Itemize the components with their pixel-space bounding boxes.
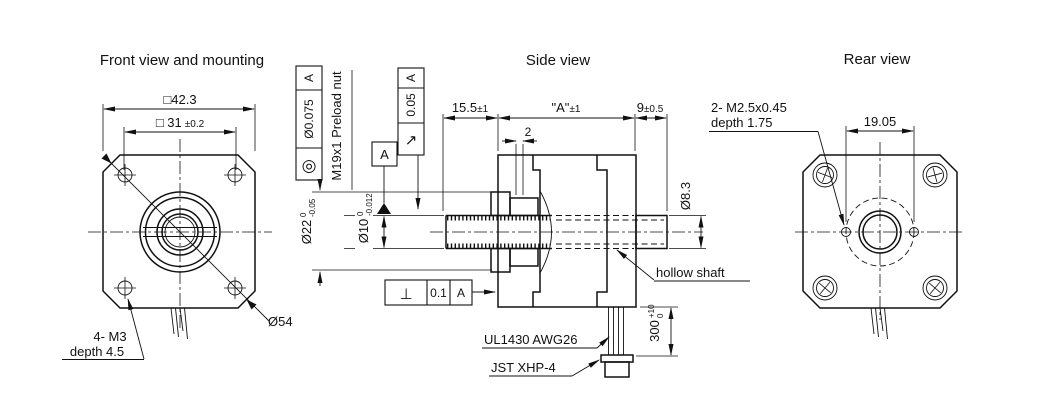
hollow-shaft-label: hollow shaft	[616, 249, 750, 282]
front-center-bore	[139, 191, 221, 273]
mounting-hole	[114, 164, 136, 186]
dim-nut-step: 2	[502, 125, 537, 195]
fcf-runout: ↗ 0.05 A	[397, 67, 425, 210]
dim-shaft-dia-text: Ø10	[356, 219, 371, 244]
datum-label-text: A	[380, 147, 389, 162]
side-view: 15.5±1 "A"±1 9±0.5 2 Ø8.3	[295, 65, 750, 378]
dim-wire-length: 300 +10 0	[636, 304, 678, 357]
front-lead-wires	[170, 307, 188, 340]
dim-body-length-text: "A"±1	[552, 100, 581, 115]
note-mounting-holes-line2: depth 4.5	[70, 344, 124, 359]
rear-center-bore	[841, 197, 919, 267]
mounting-hole	[114, 277, 136, 299]
screw	[922, 275, 948, 301]
dim-diagonal-text: Ø54	[268, 314, 293, 329]
fcf-concentricity-value: Ø0.075	[302, 99, 316, 139]
dim-mount-spacing-text: □ 31±0.2	[156, 115, 205, 130]
mounting-hole	[224, 164, 246, 186]
dim-rear-hole-spacing-text: 19.05	[864, 114, 897, 129]
screw	[922, 162, 948, 188]
front-endbell-seam	[532, 155, 541, 307]
note-rear-holes-line1: 2- M2.5x0.45	[711, 100, 787, 115]
fcf-concentricity: ◎ Ø0.075 A	[295, 65, 323, 191]
dim-diagonal: Ø54	[101, 153, 293, 329]
dim-shaft-tol-lower: -0.012	[365, 193, 374, 216]
dim-pilot-dia-text: Ø22	[299, 220, 314, 245]
side-view-title: Side view	[526, 52, 590, 69]
rear-motor-body	[802, 154, 958, 309]
side-motor-body	[497, 154, 637, 308]
front-view-title: Front view and mounting	[100, 52, 264, 69]
dim-mount-spacing: □ 31±0.2	[123, 115, 237, 170]
front-mounting-holes	[114, 164, 246, 299]
rear-lead-wires	[870, 307, 888, 340]
screw	[812, 275, 838, 301]
dim-rear-shaft-length-text: 9±0.5	[637, 100, 664, 115]
bolt-circle	[845, 197, 915, 267]
dim-pilot-dia: Ø22 0 -0.05	[299, 191, 492, 286]
rear-corner-screws	[812, 162, 948, 301]
fcf-perpendicularity: ⊥ 0.1 A	[384, 279, 496, 306]
concentricity-icon: ◎	[302, 156, 317, 175]
dim-body-width-text: □42.3	[163, 92, 196, 107]
threaded-hole	[841, 227, 851, 237]
side-lead-wires	[608, 307, 624, 355]
rear-shaft-stub	[635, 214, 668, 250]
dim-front-length-text: 15.5±1	[452, 100, 489, 115]
diagonal-arrowhead	[101, 153, 112, 164]
fcf-runout-value: 0.05	[404, 93, 418, 117]
circular-runout-icon: ↗	[405, 132, 418, 149]
front-view: □42.3 □ 31±0.2 Ø54 4- M3 depth 4.5	[62, 92, 293, 360]
dim-rear-shaft-length: 9±0.5	[635, 100, 668, 211]
lead-wire-label: UL1430 AWG26	[482, 332, 610, 349]
hollow-shaft-label-text: hollow shaft	[656, 265, 725, 280]
diagonal-arrowhead	[246, 299, 257, 310]
dim-wire-length-tol-lower: 0	[656, 313, 665, 318]
connector	[600, 354, 634, 378]
dim-rear-shaft-dia: Ø8.3	[669, 182, 706, 249]
preload-nut-label: M19x1 Preload nut	[329, 71, 344, 181]
datum-triangle-icon	[377, 203, 391, 214]
rear-view: 19.05 2- M2.5x0.45 depth 1.75	[709, 100, 965, 340]
threaded-hole	[909, 227, 919, 237]
hollow-shaft	[445, 214, 664, 250]
note-rear-holes-line2: depth 1.75	[711, 115, 772, 130]
dim-wire-length-text: 300	[647, 320, 662, 342]
dim-body-width: □42.3	[102, 92, 256, 151]
dim-wire-length-tol-upper: +10	[647, 304, 656, 318]
fcf-runout-datum: A	[404, 74, 418, 82]
dim-front-length: 15.5±1	[442, 100, 499, 211]
dim-pilot-tol-lower: -0.05	[308, 198, 317, 217]
rear-endbell-seam	[596, 155, 608, 307]
dim-shaft-tol-upper: 0	[356, 211, 365, 216]
note-mounting-holes: 4- M3 depth 4.5	[62, 298, 145, 360]
connector-label-text: JST XHP-4	[491, 360, 556, 375]
dim-body-length: "A"±1	[498, 100, 636, 151]
front-motor-body	[102, 154, 256, 309]
note-rear-holes: 2- M2.5x0.45 depth 1.75	[709, 100, 845, 226]
dim-rear-hole-spacing: 19.05	[845, 114, 915, 222]
connector-label: JST XHP-4	[489, 359, 600, 377]
dim-nut-step-text: 2	[525, 125, 532, 139]
dim-pilot-tol-upper: 0	[299, 212, 308, 217]
lead-wire-label-text: UL1430 AWG26	[484, 332, 577, 347]
note-mounting-holes-line1: 4- M3	[93, 329, 126, 344]
mounting-hole	[224, 277, 246, 299]
rear-view-title: Rear view	[844, 51, 911, 68]
screw	[812, 162, 838, 188]
datum-feature-A: A	[371, 141, 398, 214]
fcf-perpendicularity-value: 0.1	[430, 286, 447, 300]
dim-shaft-dia: Ø10 0 -0.012	[344, 193, 444, 265]
perpendicularity-icon: ⊥	[399, 286, 412, 303]
fcf-concentricity-datum: A	[302, 74, 316, 82]
fcf-perpendicularity-datum: A	[457, 286, 465, 300]
dim-rear-shaft-dia-text: Ø8.3	[678, 182, 693, 210]
